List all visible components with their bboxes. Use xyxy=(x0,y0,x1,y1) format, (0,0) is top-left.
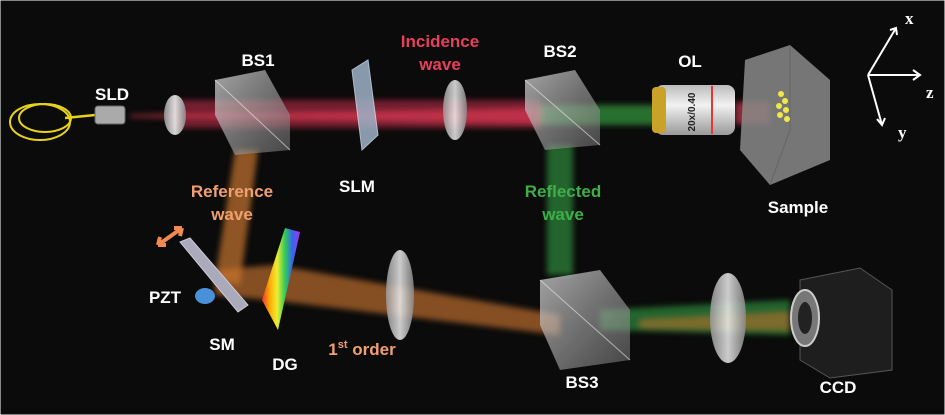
label-reference-wave-line2: wave xyxy=(210,205,253,224)
label-first-order: 1st order xyxy=(328,339,396,359)
ccd-camera xyxy=(790,267,893,379)
spatial-light-modulator xyxy=(351,59,379,152)
label-ol: OL xyxy=(678,52,702,71)
label-slm: SLM xyxy=(339,177,375,196)
reference-beam-down xyxy=(215,150,258,285)
objective-lens: 20x/0.40 xyxy=(652,85,735,135)
pzt-motion-arrow-icon xyxy=(156,226,184,247)
diffraction-grating xyxy=(262,228,300,330)
sample xyxy=(740,45,830,186)
scanning-mirror xyxy=(179,237,249,313)
label-ccd: CCD xyxy=(820,378,857,397)
beam-splitter-bs1 xyxy=(214,70,291,155)
axis-z-label: z xyxy=(926,83,934,102)
beams xyxy=(130,100,790,335)
label-incidence-wave-line2: wave xyxy=(418,55,461,74)
label-reflected-wave-line2: wave xyxy=(541,205,584,224)
lens-4 xyxy=(710,273,746,363)
label-bs2: BS2 xyxy=(543,42,576,61)
label-sld: SLD xyxy=(95,85,129,104)
label-incidence-wave-line1: Incidence xyxy=(401,32,479,51)
label-sm: SM xyxy=(209,335,235,354)
label-bs3: BS3 xyxy=(565,373,598,392)
label-sample: Sample xyxy=(768,198,828,217)
label-reference-wave-line1: Reference xyxy=(191,182,273,201)
lens-1 xyxy=(164,95,186,135)
label-bs1: BS1 xyxy=(241,51,274,70)
objective-spec: 20x/0.40 xyxy=(687,92,698,131)
label-dg: DG xyxy=(272,355,298,374)
reflected-beam-vertical xyxy=(547,145,573,275)
label-reflected-wave-line1: Reflected xyxy=(525,182,602,201)
beam-splitter-bs2 xyxy=(524,70,601,150)
pzt-actuator xyxy=(195,288,215,304)
axis-y-label: y xyxy=(898,123,907,142)
label-pzt: PZT xyxy=(149,288,182,307)
beam-splitter-bs3 xyxy=(539,270,631,370)
lens-2 xyxy=(443,80,467,140)
axis-x-label: x xyxy=(905,9,914,28)
coordinate-axes xyxy=(867,26,922,127)
sld-source xyxy=(9,103,126,141)
lens-3 xyxy=(386,250,414,340)
